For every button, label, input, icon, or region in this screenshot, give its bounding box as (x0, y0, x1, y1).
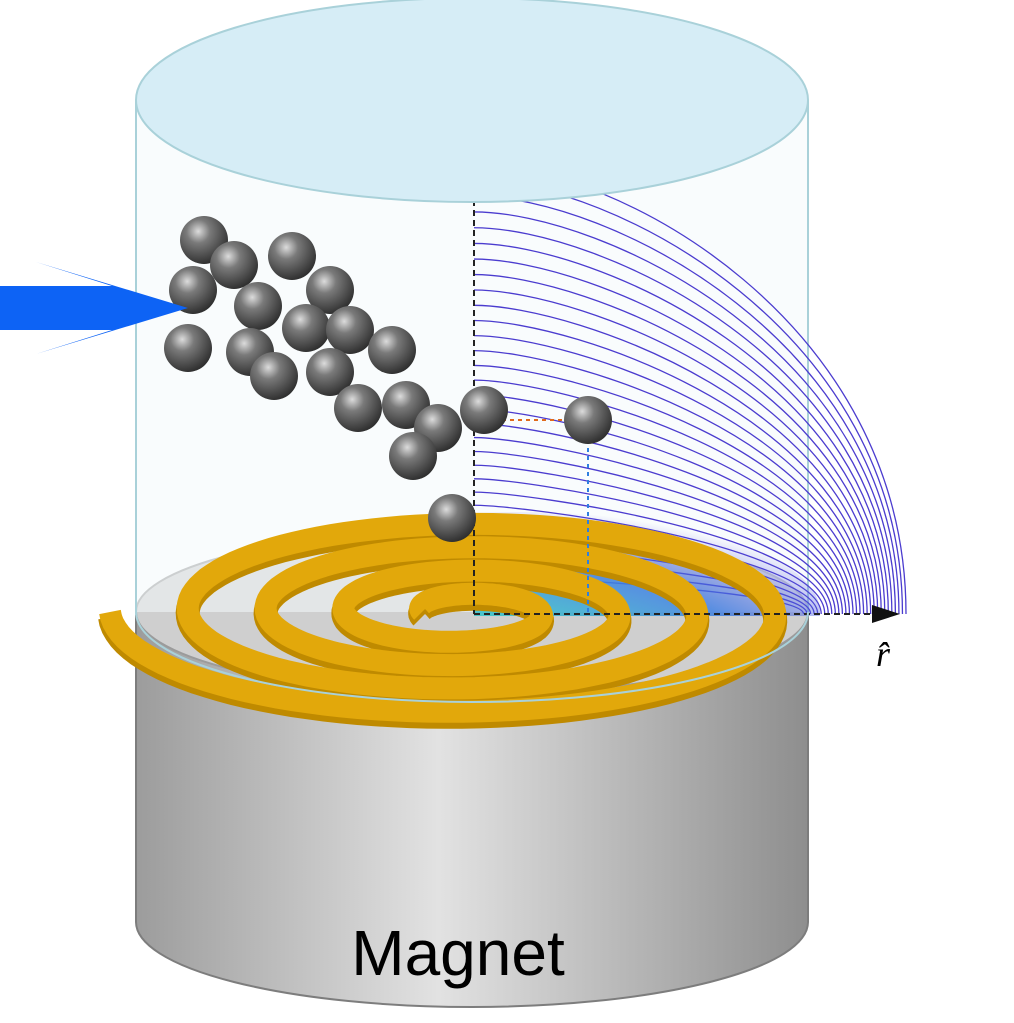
field-line (473, 242, 889, 615)
field-line (473, 319, 872, 615)
field-line (473, 304, 875, 615)
axes: r̂ (473, 200, 900, 674)
coil-wire (99, 512, 787, 723)
field-line (473, 289, 879, 615)
sphere-icon (210, 241, 258, 289)
sphere-icon (234, 282, 282, 330)
sphere-icon (169, 266, 217, 314)
field-line (473, 422, 847, 615)
field-line (473, 436, 844, 615)
particles (164, 216, 612, 542)
field-line (473, 227, 893, 615)
radial-axis-arrowhead (872, 605, 900, 623)
field-line (473, 450, 840, 615)
sphere-icon (564, 396, 612, 444)
field-line (473, 211, 897, 615)
field-line (473, 258, 886, 615)
vessel-top (135, 0, 809, 203)
field-line (473, 195, 900, 615)
sphere-icon (306, 266, 354, 314)
right-arrow-icon (0, 262, 188, 354)
field-line (473, 491, 829, 615)
field-line (473, 364, 861, 615)
sphere-icon (368, 326, 416, 374)
vessel-bottom-rim (135, 611, 809, 703)
field-line (473, 349, 865, 615)
spiral-coil (98, 512, 788, 729)
sphere-icon (389, 432, 437, 480)
guide-lines (478, 419, 589, 612)
sphere-icon (428, 494, 476, 542)
magnet-label: Magnet (351, 917, 565, 989)
field-line (473, 478, 833, 615)
sphere-icon (460, 386, 508, 434)
sphere-icon (268, 232, 316, 280)
field-line (473, 334, 868, 615)
field-line (473, 464, 836, 615)
sphere-icon (306, 348, 354, 396)
sphere-icon (282, 304, 330, 352)
field-line (473, 273, 882, 615)
sphere-icon (250, 352, 298, 400)
field-line (473, 379, 858, 615)
field-line (473, 408, 851, 615)
field-line (473, 394, 854, 615)
sphere-icon (164, 324, 212, 372)
sphere-icon (334, 384, 382, 432)
sphere-icon (326, 306, 374, 354)
radial-axis-label: r̂ (876, 634, 891, 674)
